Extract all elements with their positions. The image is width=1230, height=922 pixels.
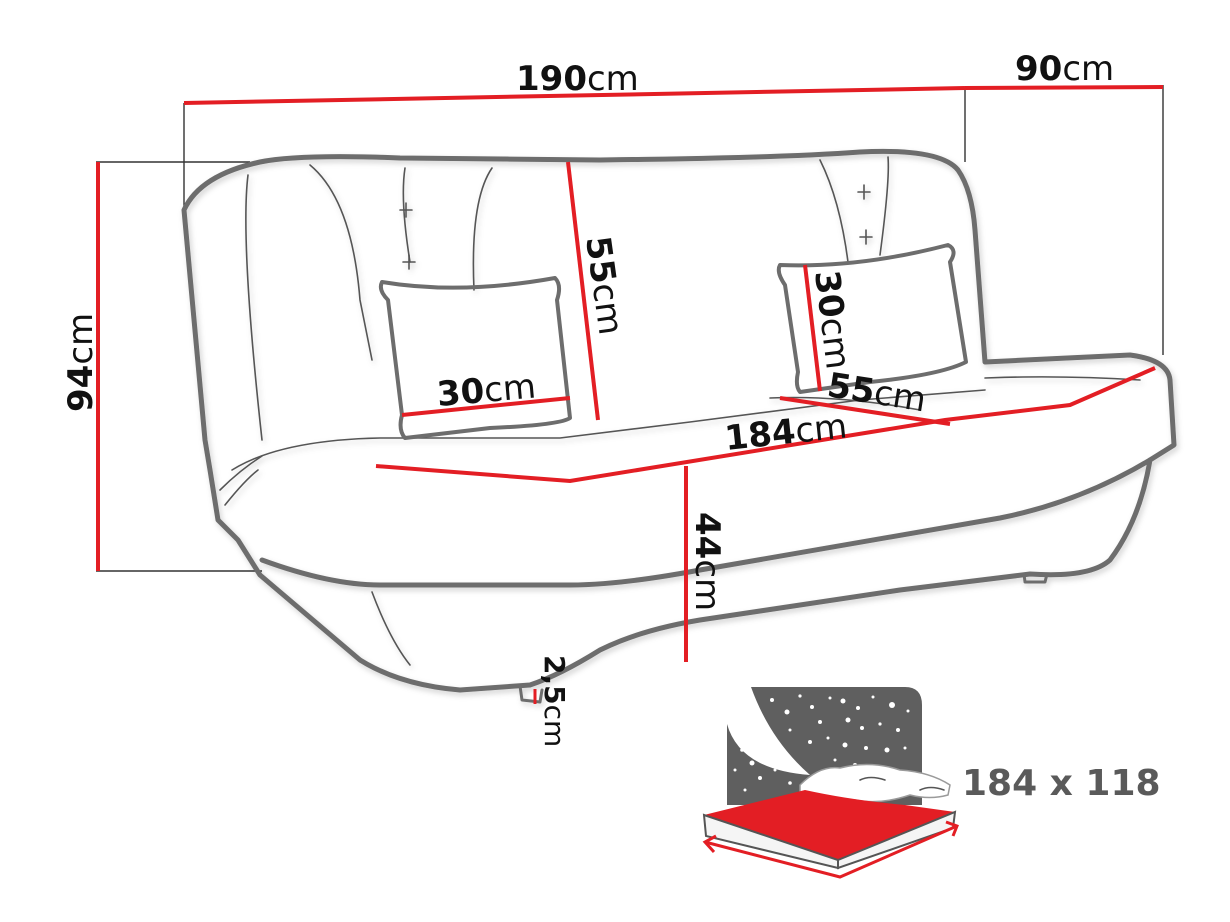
label-total-height: 94cm <box>61 313 101 412</box>
label-seat-height: 44cm <box>687 512 727 611</box>
dim-line-55-back <box>566 161 600 421</box>
label-total-depth: 90cm <box>1015 49 1114 89</box>
pillow-left <box>378 276 572 440</box>
dimension-labels: 190cm 90cm 94cm 55cm 30cm 30cm 55cm 184c… <box>61 49 1114 747</box>
dim-line-184-seat <box>375 366 1156 484</box>
label-seat-width: 184cm <box>723 406 849 459</box>
dim-line-30-pillow <box>401 396 571 417</box>
dim-line-30-pillow-right <box>803 264 822 392</box>
sofa-back-outline <box>181 148 1177 693</box>
label-pillow-width: 30cm <box>435 366 537 414</box>
stars-icon <box>733 694 910 792</box>
bed-night-icon <box>702 687 959 879</box>
sofa-drawing <box>181 148 1177 704</box>
sofa-leg-left <box>518 684 544 704</box>
label-total-width: 190cm <box>516 59 639 99</box>
sleeping-area-size: 184 x 118 <box>962 763 1161 804</box>
label-leg-height: 2,5cm <box>538 655 571 747</box>
seat-front-edge <box>259 457 1153 588</box>
dim-line-90 <box>964 85 1164 90</box>
label-seat-depth: 55cm <box>825 365 929 420</box>
label-pillow-height: 30cm <box>806 268 858 371</box>
extension-lines <box>96 85 1164 572</box>
tufting-marks <box>399 184 873 270</box>
seat-top-line <box>231 389 986 471</box>
dimension-lines <box>96 85 1164 704</box>
sofa-leg-right <box>1022 572 1049 584</box>
pillow-right <box>776 243 968 394</box>
dim-line-190 <box>183 86 966 105</box>
mattress-top <box>704 790 955 860</box>
label-backrest-height: 55cm <box>577 234 630 338</box>
dim-line-55-seat <box>779 396 951 426</box>
